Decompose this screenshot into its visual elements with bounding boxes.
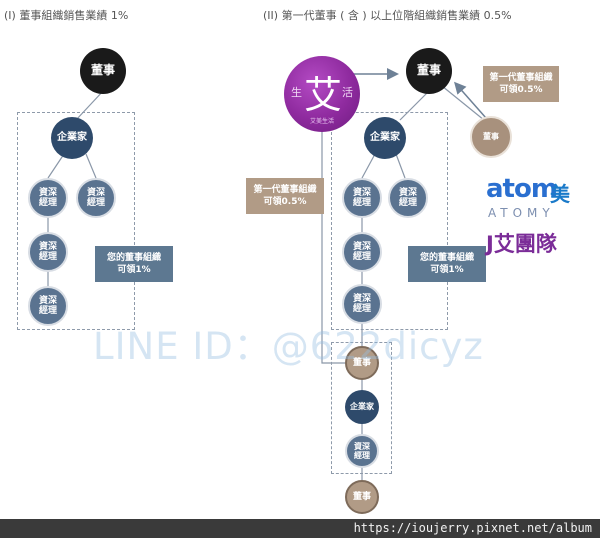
logo-left-char: 生 <box>291 86 302 99</box>
left-director-label: 董事 <box>90 63 115 78</box>
right-director-node: 董事 <box>406 48 452 94</box>
right-your-org-label: 您的董事組織 可領1% <box>408 246 486 282</box>
first-gen-label-left: 第一代董事組織 可領0.5% <box>246 178 324 214</box>
lower-dashed-group <box>331 342 392 474</box>
left-manager-node-4: 資深經理 <box>28 286 68 326</box>
lower-manager-node: 資深經理 <box>345 434 379 468</box>
left-entrepreneur-label: 企業家 <box>57 132 87 144</box>
brand-atomy: ATOMY <box>488 206 555 220</box>
right-director-label: 董事 <box>416 63 441 78</box>
logo-right-char: 活 <box>342 86 353 99</box>
right-entrepreneur-label: 企業家 <box>370 132 400 144</box>
right-manager-node-3: 資深經理 <box>342 232 382 272</box>
aimei-logo: 生 艾 活 艾美生活 <box>284 56 360 132</box>
left-dashed-group <box>17 112 135 330</box>
left-manager-node-2: 資深經理 <box>76 178 116 218</box>
left-manager-node-3: 資深經理 <box>28 232 68 272</box>
first-gen-label-top: 第一代董事組織 可領0.5% <box>483 66 559 102</box>
brand-atom: atom <box>486 174 558 204</box>
right-entrepreneur-node: 企業家 <box>364 117 406 159</box>
brand-mei: 美 <box>550 182 570 206</box>
lower-director-node-1: 董事 <box>345 346 379 380</box>
brand-team: J艾團隊 <box>486 232 557 256</box>
line-id-watermark: LINE ID：@622dicyz <box>93 325 484 368</box>
right-manager-node-1: 資深經理 <box>342 178 382 218</box>
footer-url-bar: https://ioujerry.pixnet.net/album <box>0 519 600 538</box>
lower-director-node-2: 董事 <box>345 480 379 514</box>
logo-main-char: 艾 <box>304 73 343 117</box>
right-title: (II) 第一代董事 ( 含 ) 以上位階組織銷售業績 0.5% <box>263 9 512 22</box>
left-entrepreneur-node: 企業家 <box>51 117 93 159</box>
right-manager-node-4: 資深經理 <box>342 284 382 324</box>
left-title: (I) 董事組織銷售業績 1% <box>4 9 129 22</box>
atomy-brand: atom 美 ATOMY J艾團隊 <box>484 174 580 258</box>
left-your-org-label: 您的董事組織 可領1% <box>95 246 173 282</box>
lower-entrepreneur-node: 企業家 <box>345 390 379 424</box>
left-manager-node-1: 資深經理 <box>28 178 68 218</box>
upline-director-node-top: 董事 <box>470 116 512 158</box>
right-manager-node-2: 資深經理 <box>388 178 428 218</box>
left-director-node: 董事 <box>80 48 126 94</box>
logo-sub-text: 艾美生活 <box>310 118 335 125</box>
right-dashed-group <box>331 112 448 330</box>
